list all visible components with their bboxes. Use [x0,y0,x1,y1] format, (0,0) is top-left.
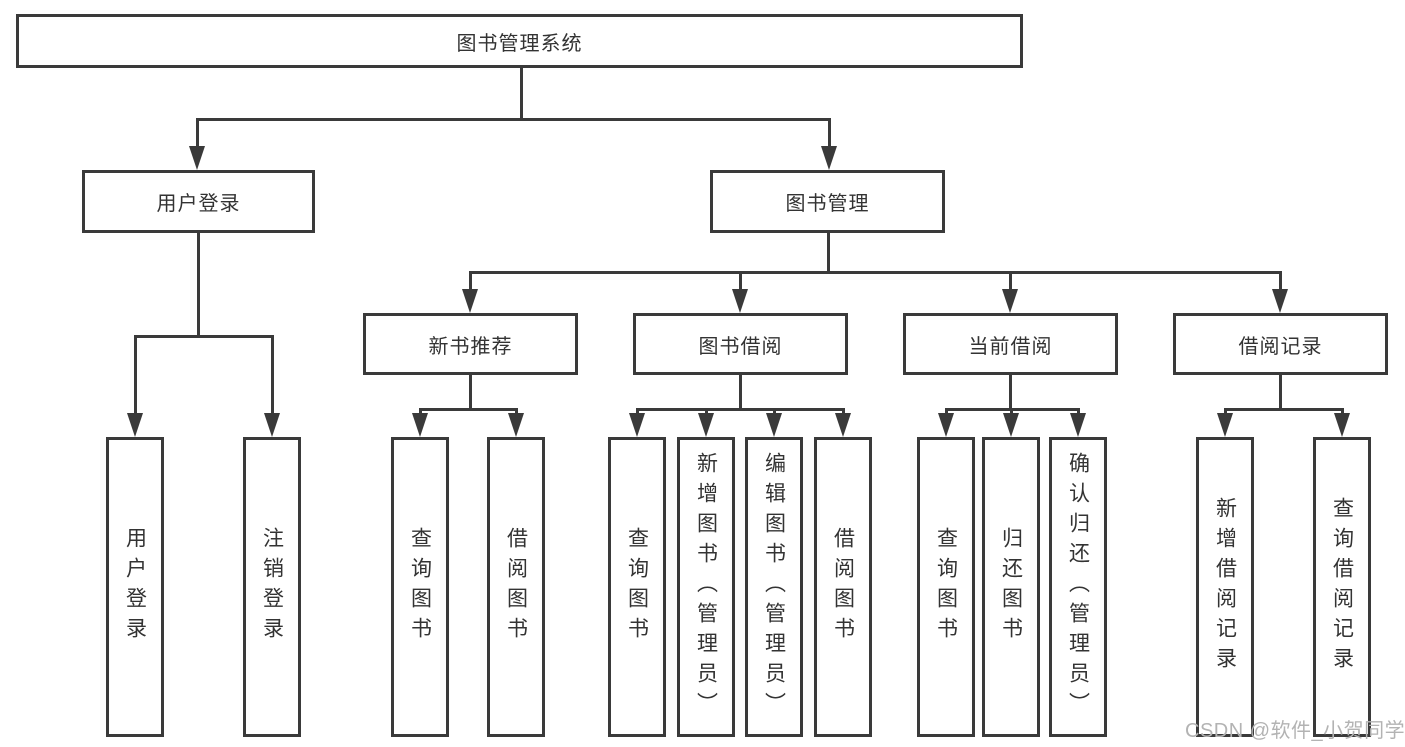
node-label: 注销登录 [260,527,284,647]
node-label: 归还图书 [999,527,1023,647]
node-user-login: 用户登录 [82,170,315,233]
connector-stub [1009,375,1012,411]
node-query-borrow-record: 查询借阅记录 [1313,437,1371,737]
arrowhead-down-icon [732,289,748,313]
arrowhead-down-icon [508,413,524,437]
node-label: 确认归还（管理员） [1066,452,1090,722]
connector-shaft [842,408,845,415]
connector-rail [1224,408,1344,411]
node-label: 查询图书 [408,527,432,647]
connector-stub [739,375,742,411]
connector-shaft [1010,408,1013,415]
connector-stub [197,233,200,338]
connector-shaft [945,408,948,415]
node-label: 借阅图书 [504,527,528,647]
connector-shaft [1224,408,1227,415]
connector-shaft [134,335,137,415]
node-label: 编辑图书（管理员） [762,452,786,722]
connector-shaft [636,408,639,415]
connector-shaft [515,408,518,415]
arrowhead-down-icon [462,289,478,313]
connector-shaft [1341,408,1344,415]
node-label: 查询借阅记录 [1330,497,1354,677]
node-label: 图书管理系统 [456,32,583,55]
connector-shaft [1279,271,1282,291]
node-borrowing-records: 借阅记录 [1173,313,1388,375]
connector-shaft [739,271,742,291]
node-label: 图书管理 [785,193,870,215]
node-label: 新增借阅记录 [1213,497,1237,677]
connector-stub [827,233,830,274]
node-book-management: 图书管理 [710,170,945,233]
node-label: 新增图书（管理员） [694,452,718,722]
connector-rail [469,271,1282,274]
arrowhead-down-icon [1272,289,1288,313]
arrowhead-down-icon [835,413,851,437]
arrowhead-down-icon [766,413,782,437]
node-label: 用户登录 [123,527,147,647]
connector-shaft [1009,271,1012,291]
connector-stub [469,375,472,411]
node-confirm-return-admin: 确认归还（管理员） [1049,437,1107,737]
arrowhead-down-icon [264,413,280,437]
node-label: 查询图书 [934,527,958,647]
arrowhead-down-icon [1003,413,1019,437]
node-label: 新书推荐 [428,335,513,358]
node-label: 图书借阅 [698,335,783,358]
arrowhead-down-icon [127,413,143,437]
connector-shaft [828,118,831,148]
csdn-watermark: CSDN @软件_小贺同学 [1185,720,1405,742]
arrowhead-down-icon [1002,289,1018,313]
arrowhead-down-icon [698,413,714,437]
node-library-system-root: 图书管理系统 [16,14,1023,68]
connector-rail [636,408,845,411]
arrowhead-down-icon [1070,413,1086,437]
connector-shaft [196,118,199,148]
node-add-book-admin: 新增图书（管理员） [677,437,735,737]
connector-shaft [773,408,776,415]
node-current-borrowing: 当前借阅 [903,313,1118,375]
connector-shaft [705,408,708,415]
node-label: 查询图书 [625,527,649,647]
arrowhead-down-icon [1334,413,1350,437]
connector-shaft [1077,408,1080,415]
node-edit-book-admin: 编辑图书（管理员） [745,437,803,737]
node-return-book: 归还图书 [982,437,1040,737]
connector-rail [196,118,831,121]
arrowhead-down-icon [938,413,954,437]
node-label: 用户登录 [156,193,241,215]
connector-shaft [419,408,422,415]
node-add-borrow-record: 新增借阅记录 [1196,437,1254,737]
node-query-book-current: 查询图书 [917,437,975,737]
arrowhead-down-icon [821,146,837,170]
connector-rail [419,408,518,411]
connector-rail [134,335,274,338]
node-logout-action: 注销登录 [243,437,301,737]
node-query-book-recommend: 查询图书 [391,437,449,737]
node-query-book-borrowing: 查询图书 [608,437,666,737]
connector-shaft [469,271,472,291]
connector-shaft [271,335,274,415]
node-borrow-book-recommend: 借阅图书 [487,437,545,737]
node-label: 借阅图书 [831,527,855,647]
node-label: 借阅记录 [1238,335,1323,358]
arrowhead-down-icon [189,146,205,170]
node-label: 当前借阅 [968,335,1053,358]
connector-stub [1279,375,1282,411]
arrowhead-down-icon [629,413,645,437]
node-user-login-action: 用户登录 [106,437,164,737]
node-new-book-recommend: 新书推荐 [363,313,578,375]
connector-stub [520,68,523,121]
node-book-borrowing: 图书借阅 [633,313,848,375]
arrowhead-down-icon [412,413,428,437]
node-borrow-book-borrowing: 借阅图书 [814,437,872,737]
arrowhead-down-icon [1217,413,1233,437]
